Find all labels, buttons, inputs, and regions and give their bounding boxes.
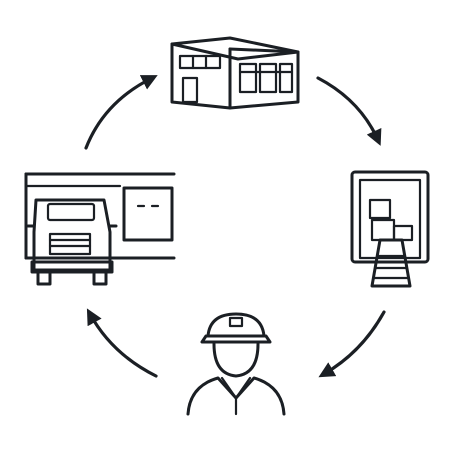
arrow-warehouse-to-trailer [316, 76, 382, 146]
truck-at-loading-dock-icon [24, 172, 176, 286]
cycle-arrows [84, 75, 386, 378]
arrow-truck-to-warehouse [84, 75, 158, 150]
trailer-with-boxes-icon [350, 170, 430, 288]
arrow-worker-to-truck [86, 308, 158, 378]
worker-with-cap-icon [186, 312, 286, 416]
arrow-trailer-to-worker [318, 310, 386, 378]
warehouse-icon [170, 36, 300, 110]
